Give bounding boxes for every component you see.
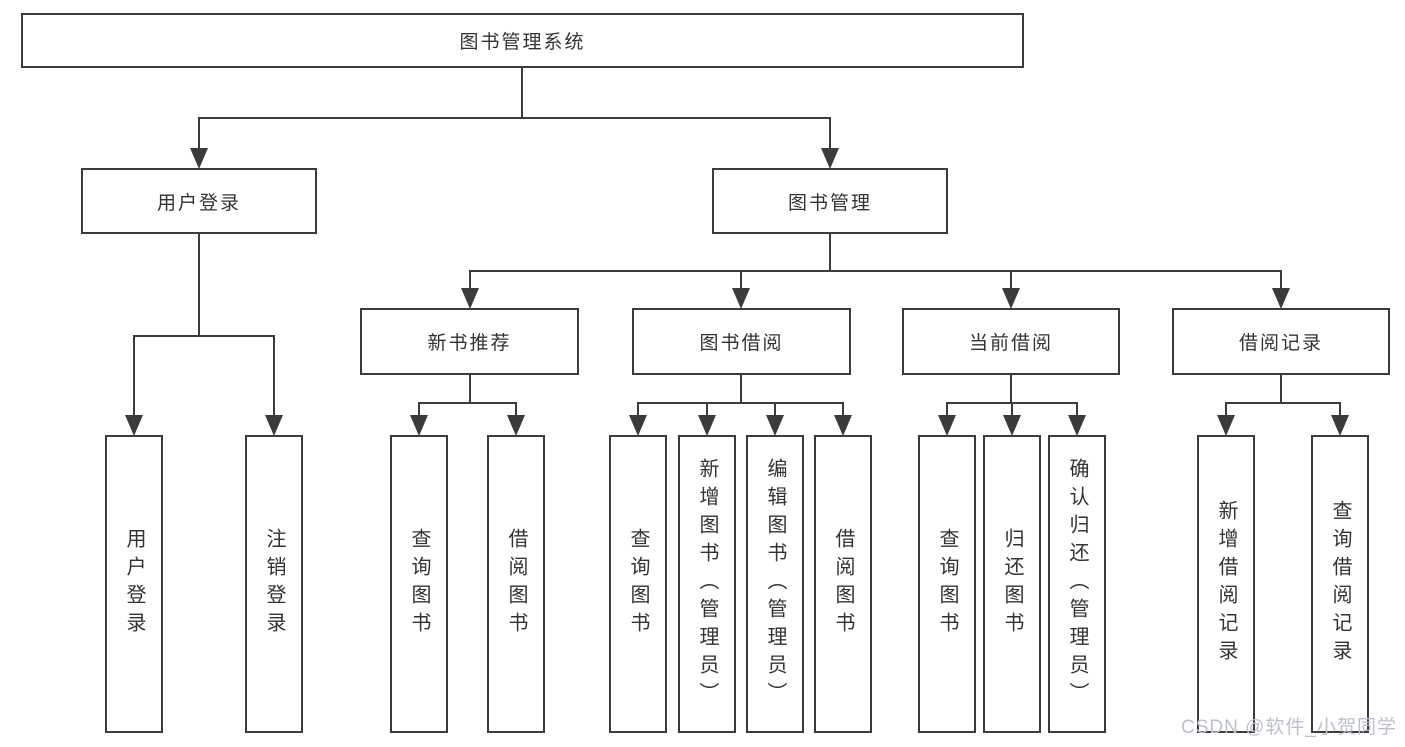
leaf-borrow-books-recommend: 借阅图书: [487, 435, 545, 733]
connector-line-horizontal: [197, 116, 832, 120]
leaf-return-book: 归还图书: [983, 435, 1041, 733]
connector-line-vertical: [773, 403, 777, 418]
arrowhead-down-icon: [1217, 415, 1235, 436]
leaf-borrow-books: 借阅图书: [814, 435, 872, 733]
arrowhead-down-icon: [1003, 415, 1021, 436]
connector-line-vertical: [1009, 375, 1013, 403]
node-borrowing-records: 借阅记录: [1172, 308, 1390, 375]
connector-line-vertical: [468, 375, 472, 403]
connector-line-vertical: [828, 234, 832, 271]
arrowhead-down-icon: [1002, 288, 1020, 309]
arrowhead-down-icon: [821, 148, 839, 169]
arrowhead-down-icon: [507, 415, 525, 436]
node-new-book-recommend: 新书推荐: [360, 308, 579, 375]
connector-line-vertical: [514, 403, 518, 418]
connector-line-vertical: [739, 375, 743, 403]
arrowhead-down-icon: [125, 415, 143, 436]
leaf-add-borrow-record: 新增借阅记录: [1197, 435, 1255, 733]
connector-line-vertical: [468, 271, 472, 291]
arrowhead-down-icon: [461, 288, 479, 309]
node-user-login: 用户登录: [81, 168, 317, 234]
arrowhead-down-icon: [834, 415, 852, 436]
arrowhead-down-icon: [1331, 415, 1349, 436]
arrowhead-down-icon: [265, 415, 283, 436]
arrowhead-down-icon: [732, 288, 750, 309]
node-current-borrowing: 当前借阅: [902, 308, 1120, 375]
leaf-user-login: 用户登录: [105, 435, 163, 733]
connector-line-vertical: [1075, 403, 1079, 418]
connector-line-horizontal: [468, 269, 1283, 273]
connector-line-horizontal: [1224, 401, 1342, 405]
arrowhead-down-icon: [629, 415, 647, 436]
leaf-query-books-borrowing: 查询图书: [609, 435, 667, 733]
connector-line-vertical: [739, 271, 743, 291]
connector-line-vertical: [1279, 271, 1283, 291]
leaf-logout: 注销登录: [245, 435, 303, 733]
connector-line-vertical: [417, 403, 421, 418]
connector-line-vertical: [197, 234, 201, 336]
arrowhead-down-icon: [1068, 415, 1086, 436]
connector-line-horizontal: [945, 401, 1079, 405]
connector-line-vertical: [1009, 271, 1013, 291]
connector-line-vertical: [272, 336, 276, 418]
connector-line-vertical: [945, 403, 949, 418]
connector-line-vertical: [841, 403, 845, 418]
connector-line-vertical: [828, 118, 832, 151]
arrowhead-down-icon: [698, 415, 716, 436]
connector-line-horizontal: [636, 401, 845, 405]
connector-line-horizontal: [132, 334, 276, 338]
leaf-add-book-admin: 新增图书（管理员）: [678, 435, 736, 733]
connector-line-vertical: [132, 336, 136, 418]
connector-line-vertical: [520, 68, 524, 118]
arrowhead-down-icon: [938, 415, 956, 436]
connector-line-vertical: [197, 118, 201, 151]
connector-line-vertical: [1224, 403, 1228, 418]
connector-line-vertical: [1279, 375, 1283, 403]
leaf-query-borrow-record: 查询借阅记录: [1311, 435, 1369, 733]
arrowhead-down-icon: [766, 415, 784, 436]
connector-line-vertical: [1010, 403, 1014, 418]
node-book-management: 图书管理: [712, 168, 948, 234]
arrowhead-down-icon: [190, 148, 208, 169]
leaf-confirm-return-admin: 确认归还（管理员）: [1048, 435, 1106, 733]
leaf-query-books-current: 查询图书: [918, 435, 976, 733]
node-book-borrowing: 图书借阅: [632, 308, 851, 375]
node-root-library-management-system: 图书管理系统: [21, 13, 1024, 68]
connector-line-vertical: [1338, 403, 1342, 418]
csdn-watermark: CSDN @软件_小贺同学: [1181, 717, 1397, 738]
connector-line-horizontal: [417, 401, 518, 405]
arrowhead-down-icon: [1272, 288, 1290, 309]
connector-line-vertical: [705, 403, 709, 418]
leaf-edit-book-admin: 编辑图书（管理员）: [746, 435, 804, 733]
leaf-query-books-recommend: 查询图书: [390, 435, 448, 733]
connector-line-vertical: [636, 403, 640, 418]
arrowhead-down-icon: [410, 415, 428, 436]
